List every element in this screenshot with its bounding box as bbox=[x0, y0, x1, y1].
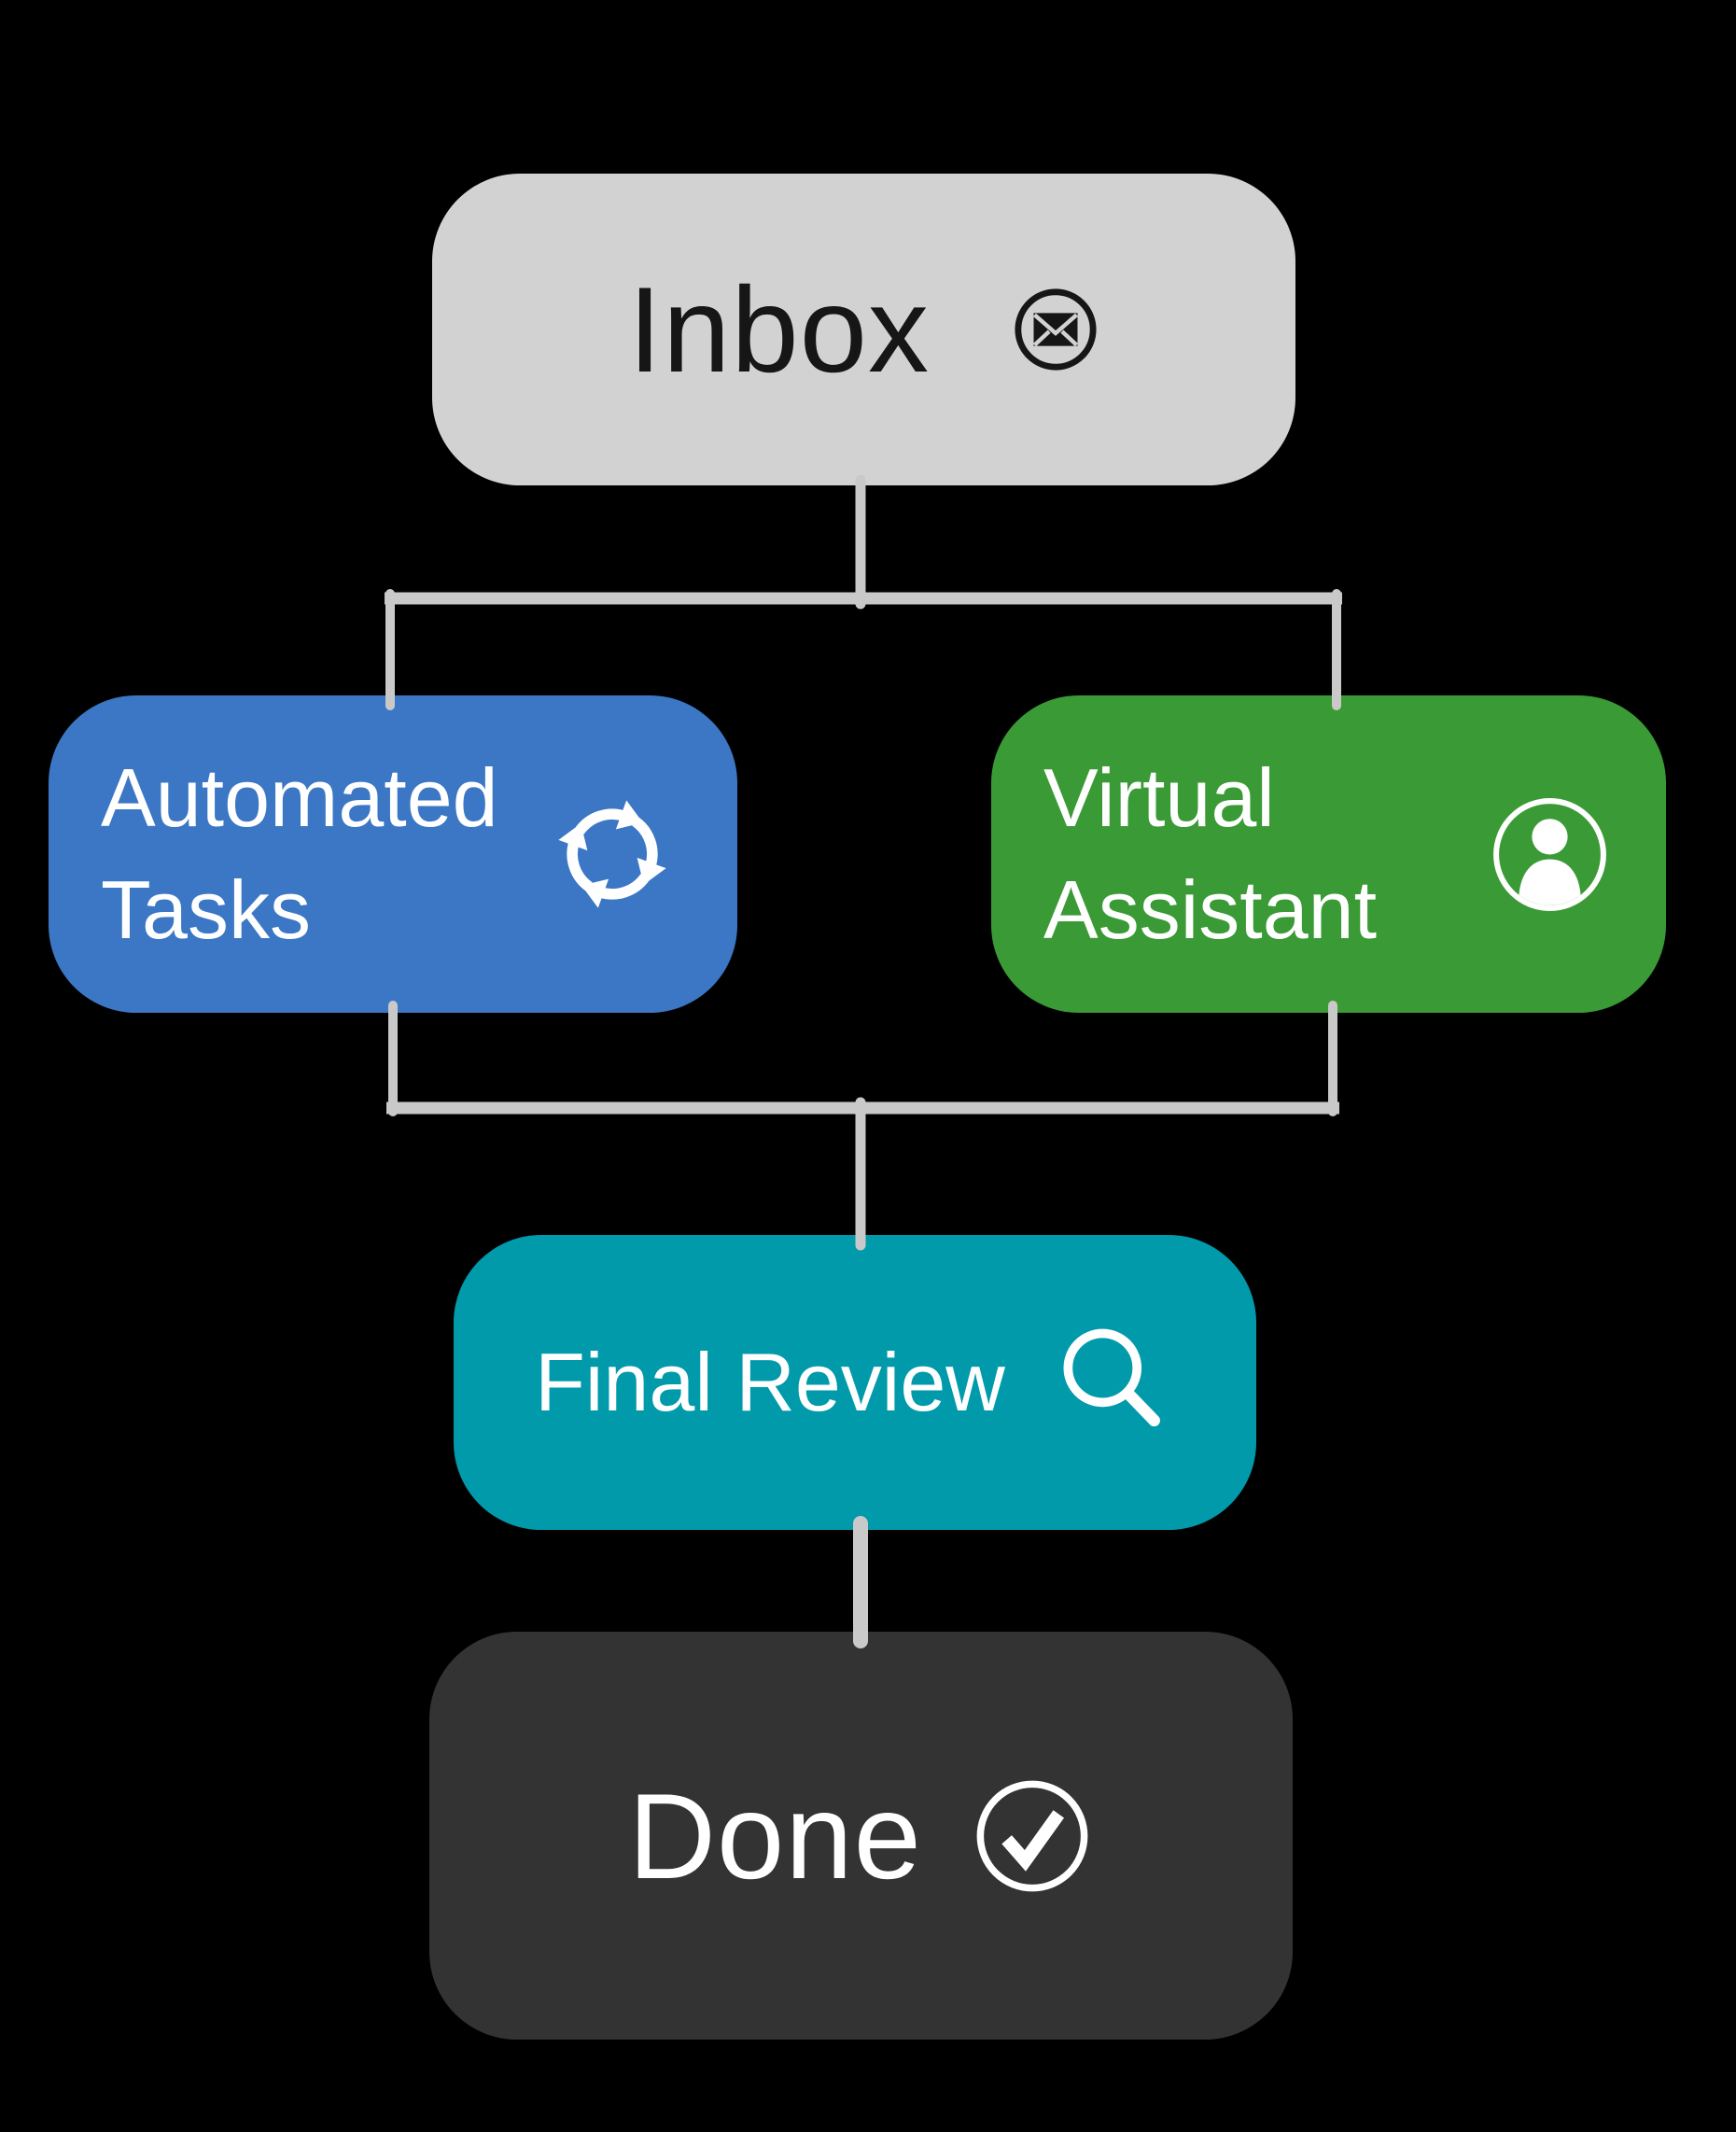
check-icon bbox=[971, 1774, 1094, 1898]
label-line-1: Automated bbox=[101, 751, 498, 844]
label-line-2: Assistant bbox=[1043, 863, 1378, 956]
node-final-review-label: Final Review bbox=[535, 1336, 1005, 1428]
node-inbox-label: Inbox bbox=[627, 261, 931, 398]
cycle-icon bbox=[551, 792, 674, 916]
node-final-review: Final Review bbox=[454, 1235, 1256, 1530]
node-done: Done bbox=[429, 1632, 1293, 2040]
label-line-2: Tasks bbox=[101, 863, 311, 956]
node-done-label: Done bbox=[628, 1767, 922, 1904]
node-virtual-assistant-label: Virtual Assistant bbox=[1043, 742, 1377, 966]
node-automated-tasks-label: Automated Tasks bbox=[101, 742, 498, 966]
search-icon bbox=[1048, 1319, 1175, 1446]
envelope-icon bbox=[1012, 286, 1099, 373]
label-line-1: Virtual bbox=[1043, 751, 1275, 844]
person-icon bbox=[1488, 792, 1612, 917]
node-automated-tasks: Automated Tasks bbox=[49, 695, 737, 1013]
node-inbox: Inbox bbox=[432, 174, 1295, 485]
node-virtual-assistant: Virtual Assistant bbox=[991, 695, 1666, 1013]
